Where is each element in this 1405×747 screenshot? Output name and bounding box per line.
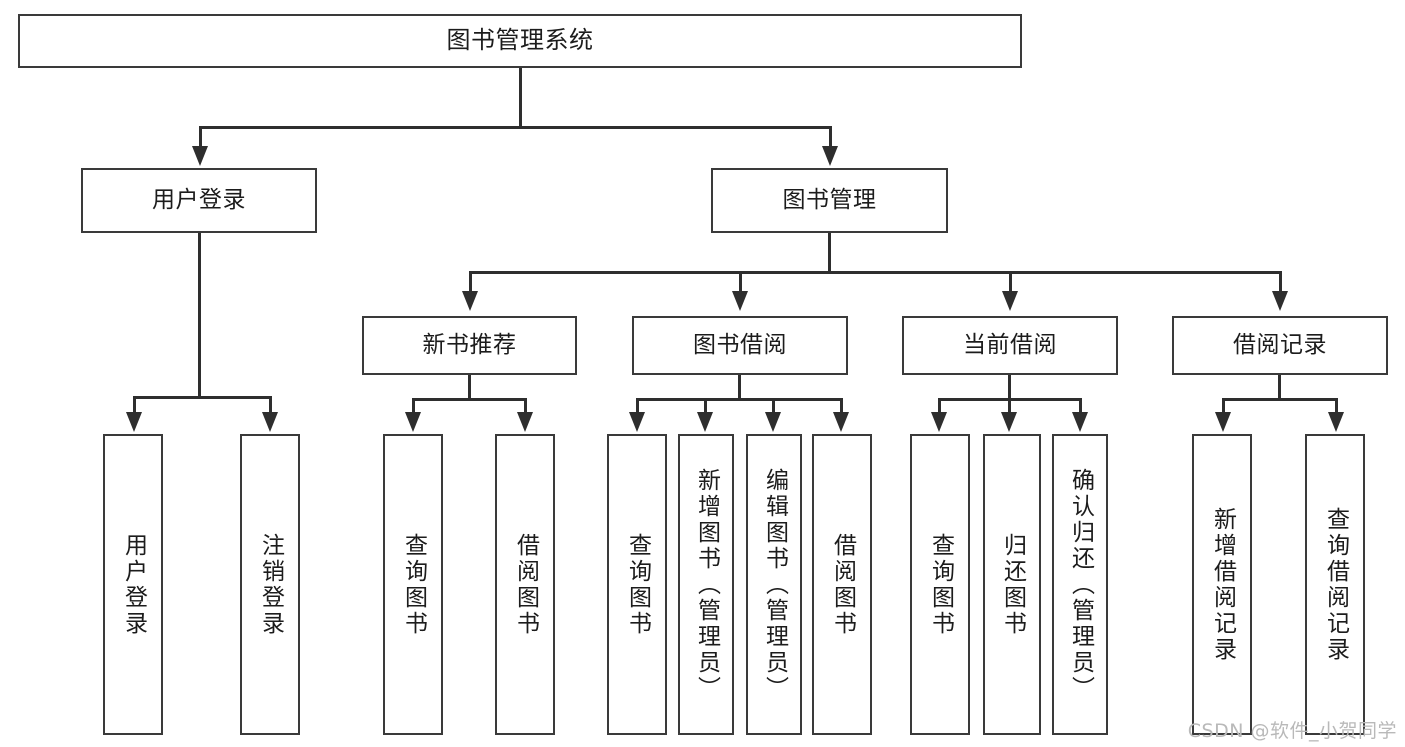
connector-book-borrow-drop-2	[704, 398, 707, 414]
connector-borrow-record-drop-1	[1222, 398, 1225, 414]
arrowhead-level3-2	[732, 291, 748, 311]
arrowhead-level3-4	[1272, 291, 1288, 311]
connector-book-borrow-bus	[636, 398, 842, 401]
connector-level2-bus	[199, 126, 831, 129]
node-label: 新增借阅记录	[1209, 506, 1236, 663]
arrowhead-new-book-1	[405, 412, 421, 432]
node-label: 借阅图书	[512, 532, 539, 637]
connector-level3-drop-2	[739, 271, 742, 293]
connector-borrow-record-stem	[1278, 375, 1281, 400]
node-label: 用户登录	[152, 187, 246, 214]
node-root-system[interactable]: 图书管理系统	[18, 14, 1022, 68]
arrowhead-book-borrow-1	[629, 412, 645, 432]
connector-level3-drop-3	[1009, 271, 1012, 293]
leaf-return-book[interactable]: 归还图书	[983, 434, 1041, 735]
leaf-confirm-return-admin[interactable]: 确认归还（管理员）	[1052, 434, 1108, 735]
node-borrow-record[interactable]: 借阅记录	[1172, 316, 1388, 375]
connector-user-login-bus	[133, 396, 270, 399]
connector-book-borrow-drop-3	[772, 398, 775, 414]
leaf-borrow-book[interactable]: 借阅图书	[812, 434, 872, 735]
connector-user-login-drop-1	[133, 396, 136, 414]
arrowhead-current-borrow-3	[1072, 412, 1088, 432]
arrowhead-book-borrow-2	[697, 412, 713, 432]
connector-new-book-stem	[468, 375, 471, 400]
node-label: 归还图书	[999, 532, 1026, 637]
arrowhead-level2-1	[192, 146, 208, 166]
connector-book-borrow-drop-4	[840, 398, 843, 414]
node-label: 确认归还（管理员）	[1067, 467, 1094, 702]
node-label: 编辑图书（管理员）	[761, 467, 788, 702]
node-label: 注销登录	[257, 532, 284, 637]
connector-new-book-bus	[412, 398, 525, 401]
connector-root-stem	[519, 68, 522, 128]
connector-current-borrow-drop-2	[1008, 398, 1011, 414]
node-book-management[interactable]: 图书管理	[711, 168, 948, 233]
node-label: 查询图书	[927, 532, 954, 637]
node-label: 借阅图书	[829, 532, 856, 637]
node-label: 查询图书	[400, 532, 427, 637]
node-label: 新书推荐	[422, 332, 517, 359]
leaf-logout[interactable]: 注销登录	[240, 434, 300, 735]
arrowhead-borrow-record-2	[1328, 412, 1344, 432]
leaf-query-book-current[interactable]: 查询图书	[910, 434, 970, 735]
leaf-query-borrow-record[interactable]: 查询借阅记录	[1305, 434, 1365, 735]
leaf-edit-book-admin[interactable]: 编辑图书（管理员）	[746, 434, 802, 735]
node-label: 用户登录	[120, 532, 147, 637]
connector-new-book-drop-2	[524, 398, 527, 414]
arrowhead-user-login-1	[126, 412, 142, 432]
arrowhead-level3-1	[462, 291, 478, 311]
connector-book-borrow-stem	[738, 375, 741, 400]
node-label: 新增图书（管理员）	[693, 467, 720, 702]
arrowhead-level2-2	[822, 146, 838, 166]
leaf-add-borrow-record[interactable]: 新增借阅记录	[1192, 434, 1252, 735]
node-label: 查询图书	[624, 532, 651, 637]
connector-book-borrow-drop-1	[636, 398, 639, 414]
connector-level3-drop-1	[469, 271, 472, 293]
connector-level2-drop-2	[829, 126, 832, 148]
connector-user-login-stem	[198, 233, 201, 398]
connector-level2-drop-1	[199, 126, 202, 148]
connector-new-book-drop-1	[412, 398, 415, 414]
arrowhead-user-login-2	[262, 412, 278, 432]
leaf-user-login[interactable]: 用户登录	[103, 434, 163, 735]
arrowhead-level3-3	[1002, 291, 1018, 311]
connector-borrow-record-bus	[1222, 398, 1336, 401]
connector-book-mgmt-stem	[828, 233, 831, 273]
arrowhead-borrow-record-1	[1215, 412, 1231, 432]
node-label: 图书借阅	[693, 332, 787, 359]
node-label: 借阅记录	[1233, 332, 1327, 359]
leaf-query-book-recommend[interactable]: 查询图书	[383, 434, 443, 735]
arrowhead-current-borrow-2	[1001, 412, 1017, 432]
arrowhead-book-borrow-3	[765, 412, 781, 432]
connector-user-login-drop-2	[269, 396, 272, 414]
node-user-login[interactable]: 用户登录	[81, 168, 317, 233]
arrowhead-book-borrow-4	[833, 412, 849, 432]
connector-current-borrow-stem	[1008, 375, 1011, 400]
node-book-borrow[interactable]: 图书借阅	[632, 316, 848, 375]
leaf-query-book-borrow[interactable]: 查询图书	[607, 434, 667, 735]
connector-current-borrow-drop-3	[1079, 398, 1082, 414]
arrowhead-new-book-2	[517, 412, 533, 432]
connector-level3-bus	[469, 271, 1281, 274]
leaf-borrow-book-recommend[interactable]: 借阅图书	[495, 434, 555, 735]
node-new-book-recommend[interactable]: 新书推荐	[362, 316, 577, 375]
node-label: 图书管理系统	[446, 26, 594, 55]
node-label: 当前借阅	[963, 332, 1057, 359]
node-label: 图书管理	[782, 187, 877, 214]
connector-borrow-record-drop-2	[1335, 398, 1338, 414]
connector-current-borrow-drop-1	[938, 398, 941, 414]
arrowhead-current-borrow-1	[931, 412, 947, 432]
node-current-borrow[interactable]: 当前借阅	[902, 316, 1118, 375]
node-label: 查询借阅记录	[1322, 506, 1349, 663]
leaf-add-book-admin[interactable]: 新增图书（管理员）	[678, 434, 734, 735]
connector-level3-drop-4	[1279, 271, 1282, 293]
